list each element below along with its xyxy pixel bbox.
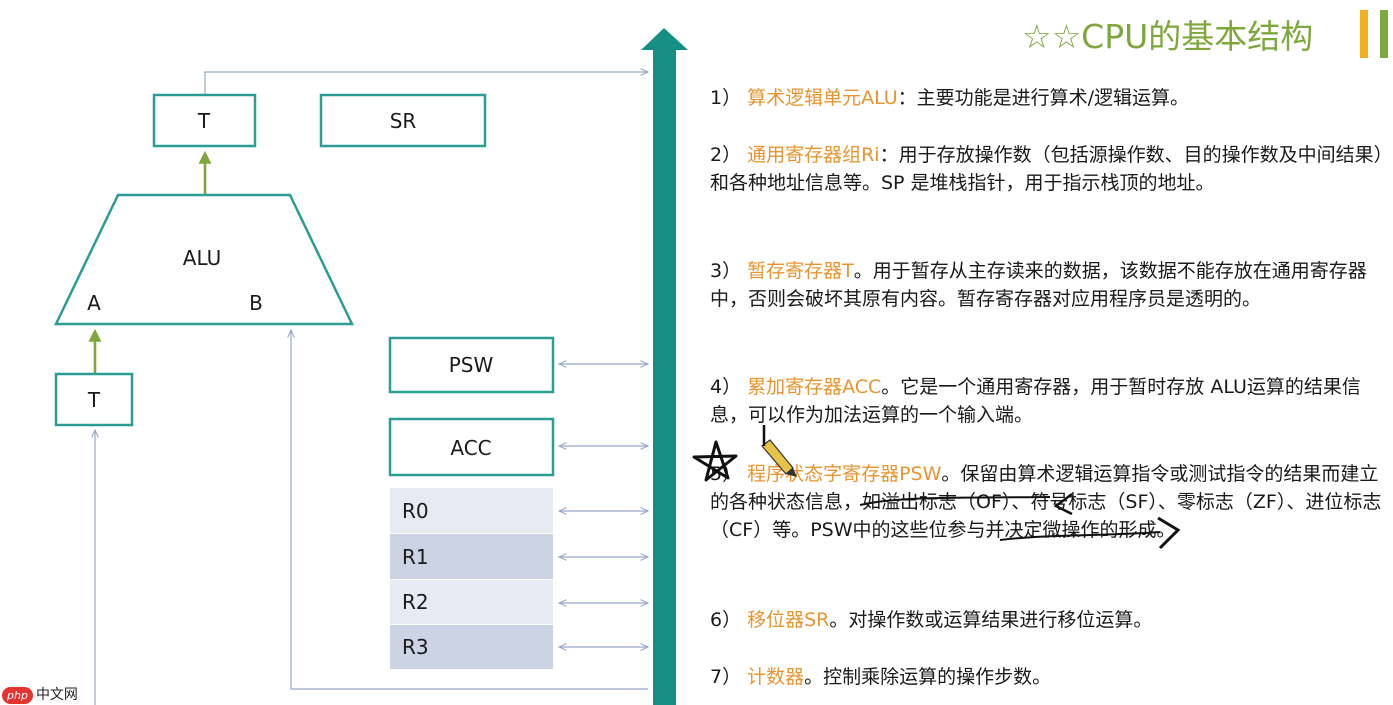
- watermark-text: 中文网: [35, 687, 78, 703]
- item-number: 4）: [710, 376, 742, 398]
- item-text: 。用于暂存从主存读来的数据，该数据不能存放在通用寄存器中，否则会破坏其原有内容。…: [710, 260, 1367, 310]
- bus-arrowhead: [641, 28, 688, 50]
- register-r1-label: R1: [402, 545, 429, 569]
- item-number: 3）: [710, 260, 742, 282]
- item-number: 6）: [710, 609, 742, 631]
- register-r0-label: R0: [402, 499, 429, 523]
- t-input-label: T: [87, 388, 101, 412]
- list-item-shifter: 6）移位器SR。对操作数或运算结果进行移位运算。: [710, 606, 1390, 634]
- item-number: 5）: [710, 463, 742, 485]
- item-term: 移位器SR: [747, 609, 830, 631]
- psw-label: PSW: [449, 353, 494, 377]
- list-item-psw: 5）程序状态字寄存器PSW。保留由算术逻辑运算指令或测试指令的结果而建立的各种状…: [710, 460, 1390, 544]
- register-r3-cell: [390, 625, 553, 669]
- register-r3-label: R3: [402, 635, 429, 659]
- item-number: 7）: [710, 666, 742, 688]
- t-to-bus-connector: [204, 72, 648, 94]
- item-text: ：主要功能是进行算术/逻辑运算。: [897, 87, 1190, 109]
- title-accent-bar-green: [1380, 10, 1388, 58]
- internal-bus: [653, 48, 676, 705]
- slide-title: ☆☆CPU的基本结构: [1022, 17, 1314, 56]
- bus-to-alu-b-connector: [291, 330, 648, 690]
- cpu-structure-diagram: T SR ALU A B T PSW ACC R0 R1 R2 R3: [54, 28, 688, 705]
- register-r2-cell: [390, 580, 553, 624]
- item-text: 。对操作数或运算结果进行移位运算。: [829, 609, 1153, 631]
- sr-label: SR: [390, 109, 417, 133]
- psw-box: [388, 336, 555, 394]
- item-text: ：用于存放操作数（包括源操作数、目的操作数及中间结果）和各种地址信息等。SP 是…: [710, 144, 1384, 194]
- acc-label: ACC: [450, 436, 491, 460]
- item-term: 通用寄存器组Ri: [747, 144, 880, 166]
- alu-unit: [54, 193, 354, 326]
- list-item-general-registers: 2）通用寄存器组Ri：用于存放操作数（包括源操作数、目的操作数及中间结果）和各种…: [710, 141, 1390, 197]
- t-input-box: [54, 372, 134, 427]
- item-term: 累加寄存器ACC: [747, 376, 882, 398]
- t-output-box: [152, 93, 257, 148]
- list-item-acc: 4）累加寄存器ACC。它是一个通用寄存器，用于暂时存放 ALU运算的结果信息，可…: [710, 373, 1390, 429]
- acc-box: [388, 417, 555, 477]
- item-number: 2）: [710, 144, 742, 166]
- list-item-temp-register: 3）暂存寄存器T。用于暂存从主存读来的数据，该数据不能存放在通用寄存器中，否则会…: [710, 257, 1390, 313]
- item-term: 算术逻辑单元ALU: [747, 87, 898, 109]
- sr-box: [319, 93, 487, 148]
- item-term: 暂存寄存器T: [747, 260, 854, 282]
- item-term: 程序状态字寄存器PSW: [747, 463, 942, 485]
- alu-input-b-label: B: [249, 291, 263, 315]
- register-r1-cell: [390, 534, 553, 579]
- list-item-alu: 1）算术逻辑单元ALU：主要功能是进行算术/逻辑运算。: [710, 84, 1390, 112]
- item-text: 。控制乘除运算的操作步数。: [804, 666, 1052, 688]
- t-output-label: T: [197, 109, 211, 133]
- item-text: 。它是一个通用寄存器，用于暂时存放 ALU运算的结果信息，可以作为加法运算的一个…: [710, 376, 1361, 426]
- list-item-counter: 7）计数器。控制乘除运算的操作步数。: [710, 663, 1390, 691]
- register-r2-label: R2: [402, 590, 429, 614]
- alu-input-a-label: A: [87, 291, 101, 315]
- alu-label: ALU: [183, 246, 221, 270]
- item-term: 计数器: [747, 666, 805, 688]
- register-r0-cell: [390, 488, 553, 533]
- item-number: 1）: [710, 87, 742, 109]
- php-badge: php: [2, 687, 33, 704]
- title-accent-bar-gold: [1360, 10, 1368, 58]
